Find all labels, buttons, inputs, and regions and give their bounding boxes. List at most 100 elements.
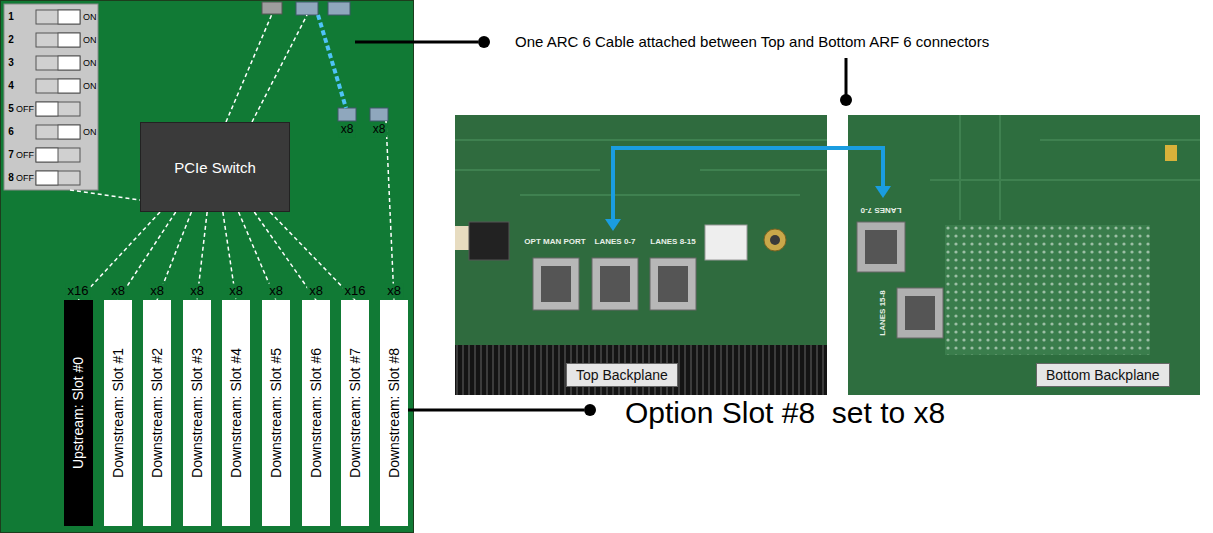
switch-state: ON <box>83 35 97 45</box>
switch-number: 3 <box>8 57 14 69</box>
switch-state: OFF <box>16 173 34 183</box>
downstream-slot: Downstream: Slot #1 <box>104 300 132 526</box>
bottom-backplane-photo <box>848 115 1200 395</box>
silkscreen-text: LANES 0-7 <box>595 237 636 246</box>
lane-width: x8 <box>339 123 356 137</box>
bga-pads <box>945 225 1150 355</box>
connector-opening <box>541 266 571 302</box>
pcie-switch-box: PCIe Switch <box>140 122 290 212</box>
circuit-board <box>1 1 414 533</box>
cable <box>455 226 469 250</box>
switch-state: ON <box>83 58 97 68</box>
slot-setting-note: Option Slot #8 set to x8 <box>625 396 945 431</box>
switch-toggle <box>58 10 80 24</box>
switch-toggle <box>58 125 80 139</box>
switch-number: 5 <box>8 103 14 115</box>
box-label: Bottom Backplane <box>1046 367 1160 383</box>
slot-label: Downstream: Slot #2 <box>149 348 165 478</box>
arf6-connector <box>328 2 350 15</box>
switch-body <box>36 33 80 47</box>
lane-width: x16 <box>343 284 368 299</box>
dip-switch-block <box>4 4 98 190</box>
arf6-connector <box>296 2 318 15</box>
switch-toggle <box>36 102 58 116</box>
silkscreen-text: OPT MAN PORT <box>524 237 585 246</box>
cable-note: One ARC 6 Cable attached between Top and… <box>515 33 989 50</box>
lane-width: x8 <box>385 284 403 299</box>
pcb-trace <box>930 115 1200 220</box>
switch-toggle <box>58 56 80 70</box>
connector-opening <box>658 266 688 302</box>
box-label: PCIe Switch <box>174 159 256 176</box>
slot-label: Downstream: Slot #8 <box>386 348 402 478</box>
switch-number: 1 <box>8 11 14 23</box>
switch-toggle <box>58 33 80 47</box>
switch-body <box>36 171 80 185</box>
x8-connector <box>370 108 388 121</box>
board-trace <box>252 15 307 122</box>
slot-label: Downstream: Slot #7 <box>347 348 363 478</box>
slot-label: Downstream: Slot #6 <box>308 348 324 478</box>
downstream-slot: Downstream: Slot #3 <box>183 300 211 526</box>
switch-state: OFF <box>16 150 34 160</box>
arf6-connector <box>592 258 638 310</box>
top-backplane-photo <box>455 115 827 395</box>
downstream-slot: Downstream: Slot #8 <box>380 300 408 526</box>
switch-number: 7 <box>8 149 14 161</box>
slot-label: Downstream: Slot #5 <box>268 348 284 478</box>
leader-dot <box>584 404 596 416</box>
board-connector <box>262 2 282 14</box>
switch-body <box>36 125 80 139</box>
board-trace <box>226 14 272 122</box>
switch-body <box>36 79 80 93</box>
pcb <box>848 115 1200 395</box>
leader-dot <box>478 36 490 48</box>
board-trace <box>386 121 394 300</box>
switch-number: 4 <box>8 80 14 92</box>
lane-width: x16 <box>66 284 91 299</box>
switch-toggle <box>36 148 58 162</box>
photo-caption-box: Top Backplane <box>566 363 678 387</box>
downstream-slot: Downstream: Slot #7 <box>341 300 369 526</box>
x8-connector <box>338 108 356 121</box>
pcb <box>455 115 827 395</box>
board-trace <box>70 190 140 200</box>
silkscreen-text: LANES 7-0 <box>861 205 902 214</box>
switch-body <box>36 56 80 70</box>
leader-line <box>845 58 848 96</box>
silkscreen-text: LANES 8-15 <box>650 237 695 246</box>
mounting-hole <box>764 229 786 251</box>
slot-label: Downstream: Slot #3 <box>189 348 205 478</box>
arf6-connector <box>533 258 579 310</box>
arf6-connector <box>897 288 943 338</box>
downstream-slot: Downstream: Slot #2 <box>143 300 171 526</box>
downstream-slot: Downstream: Slot #4 <box>222 300 250 526</box>
slot-label: Downstream: Slot #4 <box>228 348 244 478</box>
switch-state: ON <box>83 81 97 91</box>
arc6-cable <box>318 15 346 108</box>
lane-width: x8 <box>188 284 206 299</box>
switch-body <box>36 102 80 116</box>
switch-body <box>36 10 80 24</box>
connector-opening <box>600 266 630 302</box>
connector-opening <box>865 230 897 264</box>
power-connector <box>705 225 747 260</box>
connector <box>469 222 509 260</box>
switch-state: OFF <box>16 104 34 114</box>
bga-area <box>945 225 1150 355</box>
switch-toggle <box>36 171 58 185</box>
box-label: Top Backplane <box>576 367 668 383</box>
connector-opening <box>905 296 935 330</box>
leader-line <box>408 409 584 412</box>
lane-width: x8 <box>109 284 127 299</box>
switch-number: 6 <box>8 126 14 138</box>
lane-width: x8 <box>148 284 166 299</box>
switch-body <box>36 148 80 162</box>
slot-label: Downstream: Slot #1 <box>110 348 126 478</box>
switch-state: ON <box>83 12 97 22</box>
dip-switches <box>36 10 80 185</box>
component <box>1165 145 1177 161</box>
upstream-slot: Upstream: Slot #0 <box>64 300 93 526</box>
mounting-hole <box>770 235 780 245</box>
